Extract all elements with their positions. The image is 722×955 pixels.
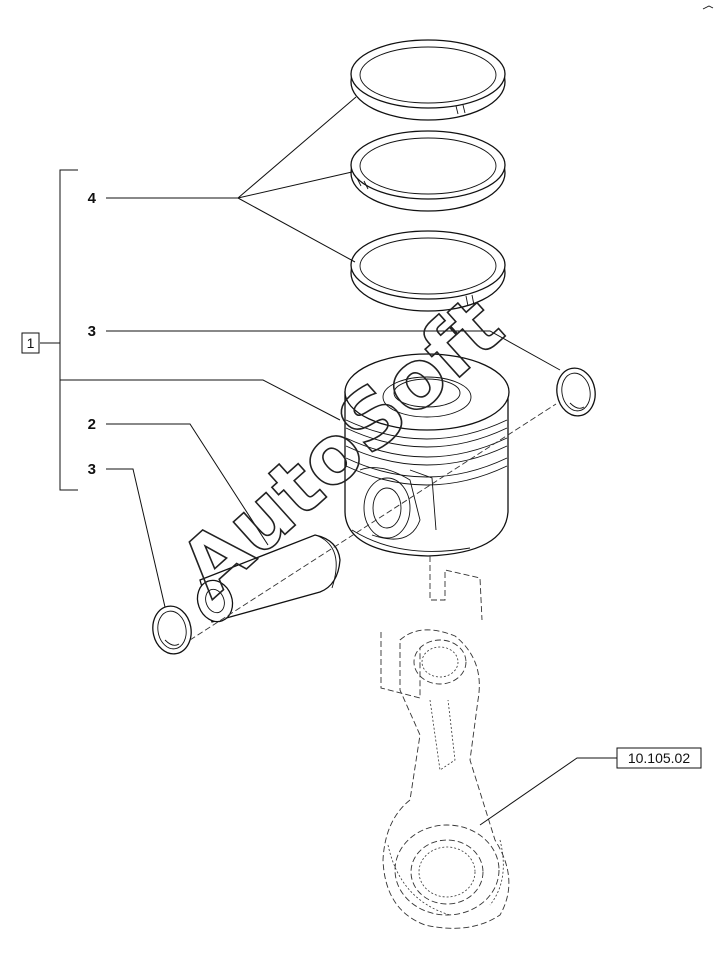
piston-ring-top [350,39,506,121]
reference-box [616,747,702,769]
callout-circlip-upper: 3 [88,323,96,340]
leader-rings [106,96,357,263]
axis-pin [189,403,557,641]
callout-circlip-lower: 3 [88,461,96,478]
piston [344,353,510,557]
callout-pin: 2 [88,416,96,433]
circlip-upper [556,367,596,417]
axis-conrod [380,556,483,699]
assembly-number: 1 [27,335,35,351]
corner-mark [702,5,714,10]
piston-ring-bottom [350,230,506,312]
assembly-bracket [40,169,341,491]
callout-rings: 4 [88,190,97,207]
piston-pin [196,534,341,623]
leader-circlip-lower [106,468,166,608]
circlip-lower [152,605,192,655]
assembly-box [21,332,40,354]
connecting-rod [382,629,510,929]
leader-pin [106,423,269,546]
leader-circlip-upper [106,330,561,371]
reference-number: 10.105.02 [628,750,690,766]
leader-reference [479,757,617,826]
piston-ring-middle [350,130,506,212]
